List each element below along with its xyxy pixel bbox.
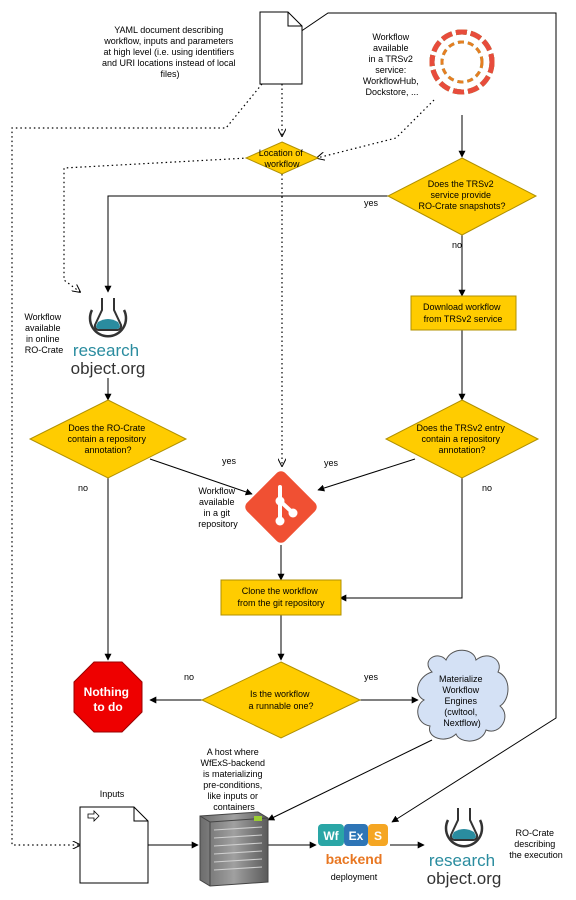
yaml-description: YAML document describing workflow, input… — [102, 25, 238, 79]
wf-letters: Wf — [323, 829, 339, 843]
research-word: research — [429, 851, 495, 870]
s-letter: S — [374, 829, 382, 843]
dotted-connectors — [11, 83, 435, 845]
trs-snapshot-no-label: no — [452, 240, 462, 250]
yaml-document-icon — [259, 11, 303, 85]
output-research-object-logo-icon: research object.org — [427, 808, 502, 888]
svg-text:Location of workflow: Location of workflow — [259, 148, 306, 169]
edge-yaml-to-inputs — [11, 83, 263, 845]
svg-text:Nothing to do: Nothing to do — [84, 685, 133, 714]
arrow-right-icon — [87, 810, 100, 822]
edge-location-to-rocrate — [63, 157, 249, 292]
output-rocrate-label: RO-Crate describing the execution — [509, 828, 563, 860]
yaml-line: YAML document describing — [114, 25, 223, 35]
yaml-line: files) — [160, 69, 179, 79]
git-logo-icon — [245, 471, 317, 543]
inputs-label: Inputs — [100, 789, 125, 799]
trs-repository-decision: Does the TRSv2 entry contain a repositor… — [384, 399, 540, 479]
runnable-decision: Is the workflow a runnable one? — [200, 661, 362, 739]
download-workflow-box: Download workflow from TRSv2 service — [410, 295, 517, 331]
flask-icon — [88, 298, 128, 338]
server-host-icon — [199, 811, 269, 887]
flask-icon — [444, 808, 484, 848]
edge-trsrepo-yes — [317, 458, 416, 492]
location-of-workflow-diamond: Location of workflow — [244, 141, 320, 175]
edge-cloud-to-server — [267, 739, 433, 821]
object-org-word: object.org — [427, 869, 502, 888]
research-word: research — [73, 341, 139, 360]
materialize-engines-cloud: Materialize Workflow Engines (cwltool, N… — [417, 649, 509, 742]
runnable-yes-label: yes — [364, 672, 379, 682]
backend-word: backend — [326, 851, 383, 867]
inputs-document-icon — [79, 806, 149, 884]
connectors — [104, 12, 557, 849]
edge-trs-to-location — [317, 99, 435, 158]
trs-service-label: Workflow available in a TRSv2 service: W… — [363, 32, 421, 97]
nothing-to-do-stop-sign: Nothing to do — [73, 661, 143, 733]
svg-text:Is the workflow a runnab: Is the workflow a runnable one? — [248, 689, 313, 711]
ex-letters: Ex — [349, 829, 364, 843]
runnable-no-label: no — [184, 672, 194, 682]
edge-snapshot-yes — [104, 195, 388, 293]
trs-snapshot-yes-label: yes — [364, 198, 379, 208]
svg-text:Materialize Workflow: Materialize Workflow Engines (cwltool, N… — [439, 674, 485, 728]
trs-repo-no-label: no — [482, 483, 492, 493]
online-rocrate-label: Workflow available in online RO-Crate — [24, 312, 63, 355]
research-object-logo-icon: research object.org — [71, 298, 146, 378]
rocrate-repository-decision: Does the RO-Crate contain a repository a… — [28, 399, 188, 479]
yaml-line: workflow, inputs and parameters — [103, 36, 234, 46]
trs-repo-yes-label: yes — [324, 458, 339, 468]
svg-text:Does the RO-Crate contai: Does the RO-Crate contain a repository a… — [67, 423, 148, 455]
host-description: A host where WfExS-backend is materializ… — [200, 747, 267, 812]
svg-text:Does the TRSv2 entry con: Does the TRSv2 entry contain a repositor… — [417, 423, 508, 455]
object-org-word: object.org — [71, 359, 146, 378]
git-repo-label: Workflow available in a git repository — [198, 486, 238, 529]
svg-text:Download workflow from T: Download workflow from TRSv2 service — [423, 302, 503, 324]
rocrate-repo-yes-label: yes — [222, 456, 237, 466]
rocrate-repo-no-label: no — [78, 483, 88, 493]
wfexs-backend-logo: Wf Ex S backend deployment — [318, 824, 388, 882]
trs-snapshot-decision: Does the TRSv2 service provide RO-Crate … — [386, 157, 538, 236]
edge-rocrate-yes — [149, 458, 253, 496]
edge-trsrepo-no — [339, 478, 463, 602]
svg-text:Clone the workflow from: Clone the workflow from the git reposito… — [237, 586, 325, 608]
edge-yaml-to-wfexs — [299, 12, 557, 823]
ga4gh-trs-logo-icon — [429, 29, 495, 95]
yaml-line: at high level (i.e. using identifiers — [103, 47, 234, 57]
clone-workflow-box: Clone the workflow from the git reposito… — [220, 579, 342, 616]
deployment-caption: deployment — [331, 872, 378, 882]
yaml-line: and URI locations instead of local — [102, 58, 236, 68]
svg-text:Does the TRSv2 service p: Does the TRSv2 service provide RO-Crate … — [418, 179, 505, 211]
